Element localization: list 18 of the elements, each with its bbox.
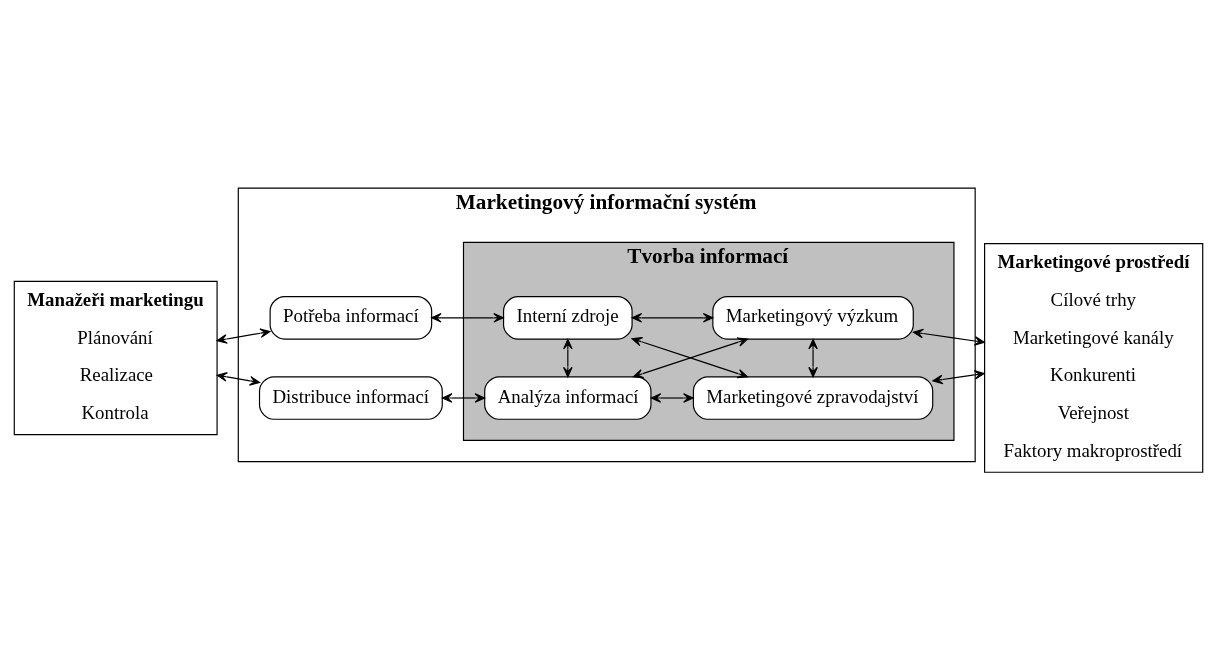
- arrow: [216, 371, 261, 386]
- node-box: Interní zdroje: [503, 295, 633, 340]
- arrow: [650, 392, 694, 403]
- node-box: Marketingové zpravodajství: [692, 375, 934, 420]
- arrow: [441, 392, 486, 403]
- arrow: [808, 338, 818, 377]
- node-box: Marketingový výzkum: [712, 295, 914, 340]
- arrow: [912, 328, 985, 346]
- arrow: [932, 369, 985, 384]
- node-box: Analýza informací: [484, 375, 652, 420]
- node-box: Manažeři marketingu Plánování Realizace Kontrola: [13, 280, 218, 435]
- arrow: [631, 312, 714, 323]
- node-box: Distribuce informací: [258, 375, 443, 420]
- node-box: Marketingové prostředí Cílové trhy Marketingové kanály Konkurenti Veřejnost Faktory makroprostředí: [984, 242, 1204, 473]
- arrow: [563, 338, 573, 377]
- arrow: [216, 327, 271, 344]
- node-box: Potřeba informací: [269, 295, 433, 340]
- arrow: [431, 312, 504, 323]
